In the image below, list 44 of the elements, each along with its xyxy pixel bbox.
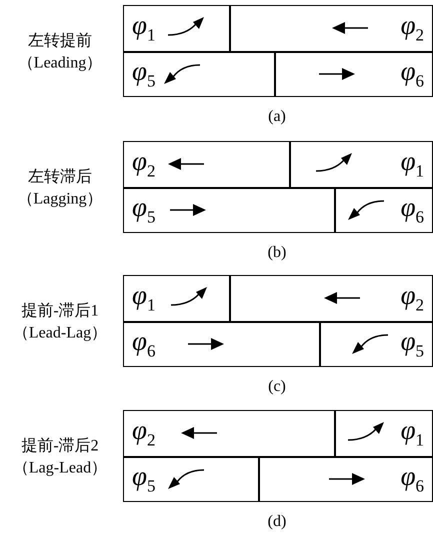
phase-label: φ$_{2}$: [400, 280, 424, 316]
phase-cell: [123, 187, 336, 233]
phase-label: φ$_{5}$: [132, 192, 156, 228]
panel-caption: (c): [268, 378, 286, 396]
phase-cell: [319, 321, 433, 367]
phase-cell: [258, 456, 433, 502]
phase-label: φ$_{6}$: [132, 326, 156, 362]
phase-scheme-label: （Lead-Lag）: [12, 324, 108, 344]
panel-caption: (d): [268, 513, 286, 531]
phase-cell: [123, 456, 260, 502]
phase-scheme-label: 左转滞后: [28, 167, 92, 188]
phase-cell: [123, 5, 230, 52]
phase-label: φ$_{5}$: [132, 56, 156, 92]
phase-label: φ$_{6}$: [400, 56, 424, 92]
phase-scheme-label: （Leading）: [18, 54, 102, 74]
phase-scheme-label: 左转提前: [28, 32, 92, 52]
phase-cell: [229, 275, 433, 322]
phase-cell: [123, 275, 230, 322]
phase-cell: [334, 187, 433, 233]
phase-label: φ$_{1}$: [400, 415, 424, 452]
phase-label: φ$_{1}$: [132, 280, 156, 316]
phase-label: φ$_{2}$: [132, 146, 156, 182]
phase-scheme-label: （Lag-Lead）: [12, 458, 108, 478]
phase-cell: [289, 141, 433, 188]
panel-caption: (a): [268, 108, 286, 126]
phase-cell: [229, 5, 433, 52]
phase-cell: [123, 51, 276, 97]
phase-scheme-label: 提前-滞后1: [21, 301, 99, 322]
phase-label: φ$_{6}$: [400, 461, 424, 498]
phase-label: φ$_{5}$: [132, 461, 156, 498]
phase-cell: [123, 141, 290, 188]
phase-cell: [123, 410, 336, 458]
phase-cell: [123, 321, 320, 367]
phase-label: φ$_{2}$: [400, 10, 424, 46]
phase-scheme-label: 提前-滞后2: [21, 436, 99, 456]
phase-cell: [274, 51, 433, 97]
phase-label: φ$_{5}$: [400, 326, 424, 362]
phase-label: φ$_{6}$: [400, 192, 424, 228]
panel-caption: (b): [268, 244, 286, 262]
phase-label: φ$_{1}$: [132, 10, 156, 46]
phase-label: φ$_{2}$: [132, 415, 156, 452]
phase-scheme-label: （Lagging）: [17, 190, 103, 210]
phase-label: φ$_{1}$: [400, 146, 424, 182]
phase-cell: [334, 410, 433, 458]
